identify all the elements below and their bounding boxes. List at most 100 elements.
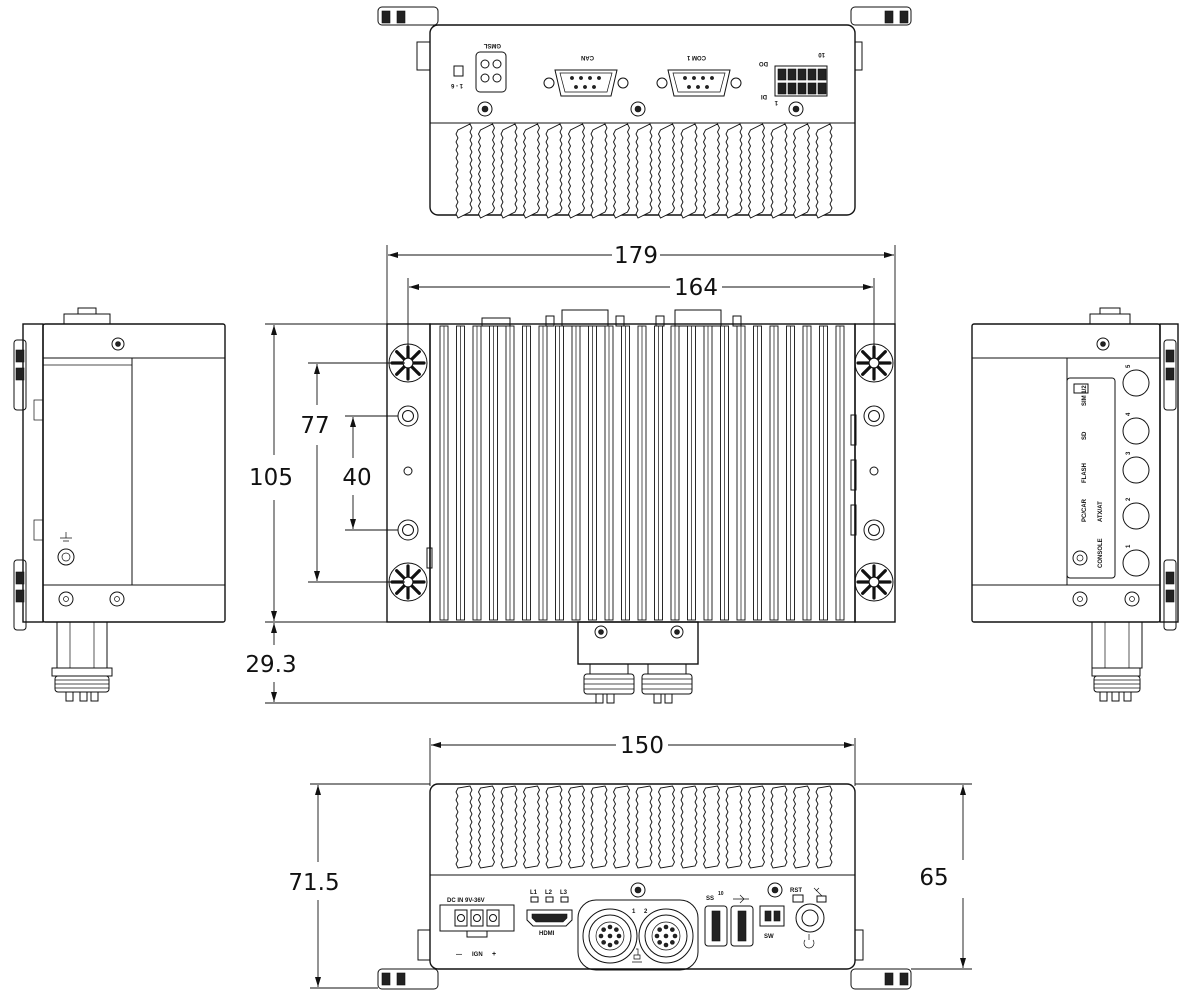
dim-connector-protrusion: 29.3 xyxy=(245,652,296,678)
dio-pin-1-label: 1 xyxy=(774,99,778,105)
fin xyxy=(747,785,766,869)
dio-pin-10-label: 10 xyxy=(818,51,825,57)
antenna-ports xyxy=(1122,369,1150,577)
dc-minus-label: — xyxy=(456,952,462,958)
com1-db9-connector xyxy=(656,69,742,97)
rst-label: RST xyxy=(790,888,802,894)
antenna-label-1: 1 xyxy=(1126,544,1132,548)
fin xyxy=(680,123,698,219)
dimension-annotations: 179 164 105 77 40 29.3 150 xyxy=(245,243,972,989)
fin xyxy=(567,123,586,219)
dim-hole-spacing-outer: 77 xyxy=(300,413,329,439)
gmsl-label: GMSL xyxy=(483,42,501,48)
fin xyxy=(747,123,766,219)
dio-do-label: DO xyxy=(759,60,768,66)
fin xyxy=(770,785,788,869)
fin xyxy=(545,785,563,869)
dim-height-front: 105 xyxy=(249,465,293,491)
hdmi-label: HDMI xyxy=(539,931,555,937)
fin xyxy=(702,785,721,869)
console-port xyxy=(1072,550,1088,566)
flash-label: FLASH xyxy=(1082,463,1088,483)
usb2-port xyxy=(730,905,754,947)
fin xyxy=(590,123,608,219)
reset-button xyxy=(792,894,804,903)
gmsl-connector xyxy=(475,51,507,93)
fin xyxy=(500,123,518,219)
ground-icon xyxy=(60,532,72,542)
fin xyxy=(725,785,743,869)
top-view-fins xyxy=(455,123,833,219)
can-db9-connector xyxy=(543,69,629,97)
fin xyxy=(477,123,496,219)
bracket-top-left xyxy=(377,6,439,26)
bottom-view: DC IN 9V-36V — IGN + L1 L2 L3 HDMI xyxy=(377,783,912,990)
led-l3 xyxy=(560,896,569,903)
fin xyxy=(500,785,518,869)
sw-label: SW xyxy=(764,934,774,940)
sim-label: SIM 1/2 xyxy=(1082,385,1088,406)
bottom-view-body xyxy=(429,783,856,970)
antenna-label-4: 4 xyxy=(1126,412,1132,416)
dim-depth-body: 65 xyxy=(919,865,948,891)
dio-terminal-block xyxy=(774,65,828,97)
sim-slot xyxy=(1073,383,1089,394)
led-l1 xyxy=(530,896,539,903)
usb3-port xyxy=(704,905,728,947)
bracket-bottom-left xyxy=(377,968,439,990)
fin xyxy=(725,123,743,219)
dc-in-terminal xyxy=(439,904,515,938)
top-view-screws xyxy=(477,101,804,117)
fin xyxy=(545,123,563,219)
fin xyxy=(792,785,811,869)
front-view xyxy=(386,309,896,704)
fin xyxy=(590,785,608,869)
bottom-view-fins xyxy=(455,785,833,869)
usb3-superscript: 10 xyxy=(718,891,724,897)
fin xyxy=(657,785,676,869)
dio-di-label: DI xyxy=(761,93,767,99)
left-side-view xyxy=(13,307,226,702)
hdmi-port xyxy=(526,909,573,927)
fin xyxy=(702,123,721,219)
wrench-icon xyxy=(813,887,823,897)
fin xyxy=(522,123,541,219)
fin xyxy=(522,785,541,869)
fin xyxy=(455,785,473,869)
fin xyxy=(635,123,653,219)
fin xyxy=(770,123,788,219)
pc-car-label: PC/CAR xyxy=(1082,498,1088,522)
usb3-label: SS xyxy=(706,896,714,902)
led-l2-label: L2 xyxy=(545,890,553,896)
m12-lan-connectors xyxy=(577,899,699,971)
power-jack-icon xyxy=(453,65,464,77)
right-side-view: SIM 1/2 SD FLASH PC/CAR ATX/AT CONSOLE 5… xyxy=(971,307,1179,702)
com1-label: COM 1 xyxy=(686,54,706,60)
fin xyxy=(635,785,653,869)
dip-switch xyxy=(759,905,785,927)
atx-at-label: ATX/AT xyxy=(1098,501,1104,522)
fin xyxy=(815,123,833,219)
top-view: 1 - 6 GMSL CAN COM 1 xyxy=(377,6,912,219)
dim-width-body: 150 xyxy=(620,733,664,759)
dim-width-mount: 164 xyxy=(674,275,718,301)
fin xyxy=(455,123,473,219)
power-icon xyxy=(803,934,815,949)
antenna-label-3: 3 xyxy=(1126,451,1132,455)
console-label: CONSOLE xyxy=(1098,538,1104,568)
antenna-label-2: 2 xyxy=(1126,497,1132,501)
dc-in-label: DC IN 9V-36V xyxy=(447,898,485,904)
led-l1-label: L1 xyxy=(530,890,538,896)
network-icon xyxy=(632,948,642,963)
can-label: CAN xyxy=(581,54,594,60)
fin xyxy=(612,785,631,869)
side-io-panel xyxy=(1066,377,1116,579)
dim-width-overall: 179 xyxy=(614,243,658,269)
power-label: 1 - 6 xyxy=(450,82,463,88)
led-l2 xyxy=(545,896,554,903)
led-l3-label: L3 xyxy=(560,890,568,896)
ign-label: IGN xyxy=(472,952,483,958)
usb-icon xyxy=(733,894,749,904)
fin xyxy=(680,785,698,869)
